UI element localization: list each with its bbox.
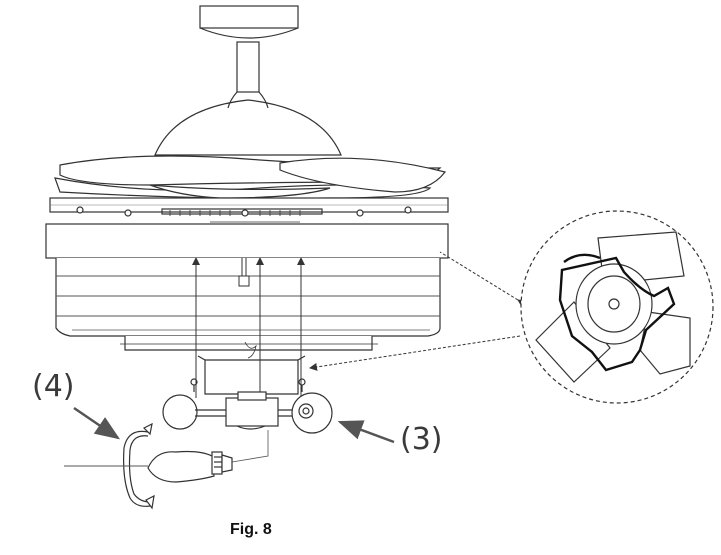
mounting-plate [49,197,449,223]
ceiling-canopy [199,5,299,39]
downrod [227,41,269,109]
callout-step-4: (4) [32,369,75,404]
light-kit-housing [45,223,449,351]
light-kit-bracket [190,341,306,395]
callout-step-3: (3) [400,422,443,457]
light-bulb [147,450,233,483]
detail-pointers [309,251,527,371]
assembly-arrows [192,257,305,398]
retaining-ring [123,422,155,510]
wire-to-bulb [231,430,269,463]
wire-connector-top [238,258,250,287]
detail-inset [520,210,714,404]
figure-caption: Fig. 8 [230,521,272,538]
light-fixture-sockets [162,391,333,434]
callout-arrows [73,406,395,444]
folding-blades [54,155,447,199]
motor-housing-dome [154,99,342,156]
